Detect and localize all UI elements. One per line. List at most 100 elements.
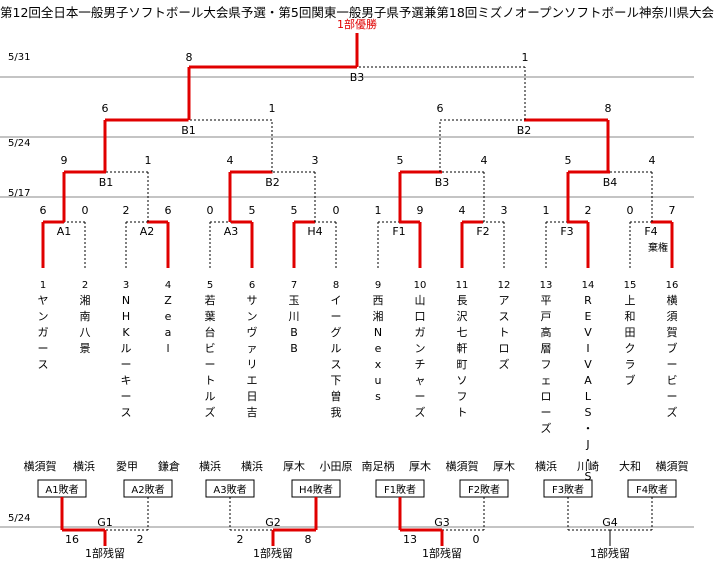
team-3-name-char: K [122,326,130,339]
team-3-name-char: H [122,310,130,323]
team-9-name-char: e [375,342,382,355]
team-8-name-char: 曽 [331,389,342,403]
team-5-number: 5 [207,280,213,291]
r1-match-6-score-right: 3 [501,204,508,217]
team-11-name-char: ソ [457,374,468,387]
team-13-number: 13 [540,280,553,291]
team-7-name-char: B [290,342,298,355]
team-13-name-char: フ [541,358,552,371]
team-15-name-char: 上 [625,294,636,307]
r1-match-4-score-right: 0 [333,204,340,217]
semi-match-1-score-left: 6 [102,102,109,115]
team-5-name-char: ビ [205,342,216,355]
team-8-name-char: 我 [331,406,342,419]
semi-match-2-score-right: 8 [605,102,612,115]
consolation-place-12: 厚木 [493,460,515,473]
team-5-name-char: 若 [205,294,216,307]
r2-match-3-score-right: 4 [481,154,488,167]
team-13-name-char: 層 [541,342,552,355]
champion-label: 1部優勝 [337,17,377,31]
team-6-name-char: 吉 [247,406,258,419]
team-1-number: 1 [40,280,46,291]
team-7-number: 7 [291,280,297,291]
consolation-place-14: 川崎 [577,459,599,473]
team-5-name-char: ズ [205,405,216,419]
consolation-place-13: 横浜 [535,459,557,473]
team-8-name-char: ス [331,358,342,371]
team-14-number: 14 [582,280,595,291]
team-1-name-char: ー [38,342,49,355]
semi-match-2-label: B2 [517,124,532,137]
r2-match-3-score-left: 5 [397,154,404,167]
team-6-name-char: ヴ [247,325,258,339]
team-2-name-char: 南 [80,310,91,323]
team-9-name-char: u [375,374,382,387]
consolation-place-8: 小田原 [320,460,353,473]
team-11-name-char: 軒 [457,342,468,355]
team-11-name-char: 七 [457,326,468,339]
g1-result: 1部残留 [85,546,125,560]
consolation-box-5-label: F1敗者 [384,483,416,496]
team-8-name-char: 下 [331,374,342,387]
consolation-place-4: 鎌倉 [158,459,180,473]
team-2-name-char: 八 [80,326,91,339]
team-3-name-char: ー [121,390,132,403]
semi-match-2-score-left: 6 [437,102,444,115]
consolation-place-3: 愛甲 [116,460,138,473]
team-1-name-char: ヤ [38,294,49,307]
team-10-name-char: ズ [415,405,426,419]
g2-result: 1部残留 [253,546,293,560]
team-13-name-char: 戸 [541,310,552,323]
team-10-number: 10 [414,280,427,291]
team-14-name-char: I [586,342,589,355]
team-16-name-char: ブ [667,341,678,355]
r1-match-2-score-left: 2 [123,204,130,217]
team-13-name-char: ロ [541,390,552,403]
team-4-name-char: a [165,326,172,339]
team-16-name-char: ビ [667,374,678,387]
semi-match-1-label: B1 [181,124,196,137]
consolation-place-5: 横浜 [199,459,221,473]
team-4-name-char: e [165,310,172,323]
team-5-name-char: ー [205,358,216,371]
team-9-name-char: N [374,326,382,339]
team-16-name-char: ズ [667,405,678,419]
r1-match-6-label: F2 [476,225,489,238]
team-15-number: 15 [624,280,637,291]
r1-match-7-label: F3 [560,225,573,238]
r1-match-8-note: 棄権 [648,241,668,254]
team-15-name-char: ク [625,342,636,355]
team-9-number: 9 [375,280,381,291]
team-15-name-char: 和 [625,310,636,323]
r1-match-1-label: A1 [57,225,72,238]
team-15-name-char: 田 [625,326,636,339]
r2-match-2-score-right: 3 [312,154,319,167]
r2-match-4-label: B4 [603,176,618,189]
r1-match-4-label: H4 [307,225,322,238]
team-11-number: 11 [456,280,469,291]
consolation-place-10: 厚木 [409,460,431,473]
r1-match-6-score-left: 4 [459,204,466,217]
team-10-name-char: 山 [415,294,426,307]
team-8-name-char: ー [331,310,342,323]
team-12-name-char: ズ [499,357,510,371]
team-14-name-char: E [585,310,592,323]
team-8-name-char: ル [331,342,342,355]
team-16-name-char: 須 [667,310,678,323]
team-8-name-char: グ [331,325,342,339]
team-7-name-char: 川 [289,310,300,323]
consolation-box-2-label: A2敗者 [131,483,164,496]
consolation-place-2: 横浜 [73,459,95,473]
team-14-name-char: A [584,374,592,387]
g2-score-right: 8 [305,533,312,546]
consolation-place-6: 横浜 [241,459,263,473]
team-14-name-char: ・ [583,422,594,435]
team-15-name-char: ラ [625,358,636,371]
r2-match-3-label: B3 [435,176,450,189]
team-4-name-char: Z [164,294,172,307]
team-14-name-char: R [584,294,592,307]
team-5-name-char: 台 [205,325,216,339]
r1-match-5-score-left: 1 [375,204,382,217]
consolation-box-7-label: F3敗者 [552,483,584,496]
team-14-name-char: V [584,358,592,371]
